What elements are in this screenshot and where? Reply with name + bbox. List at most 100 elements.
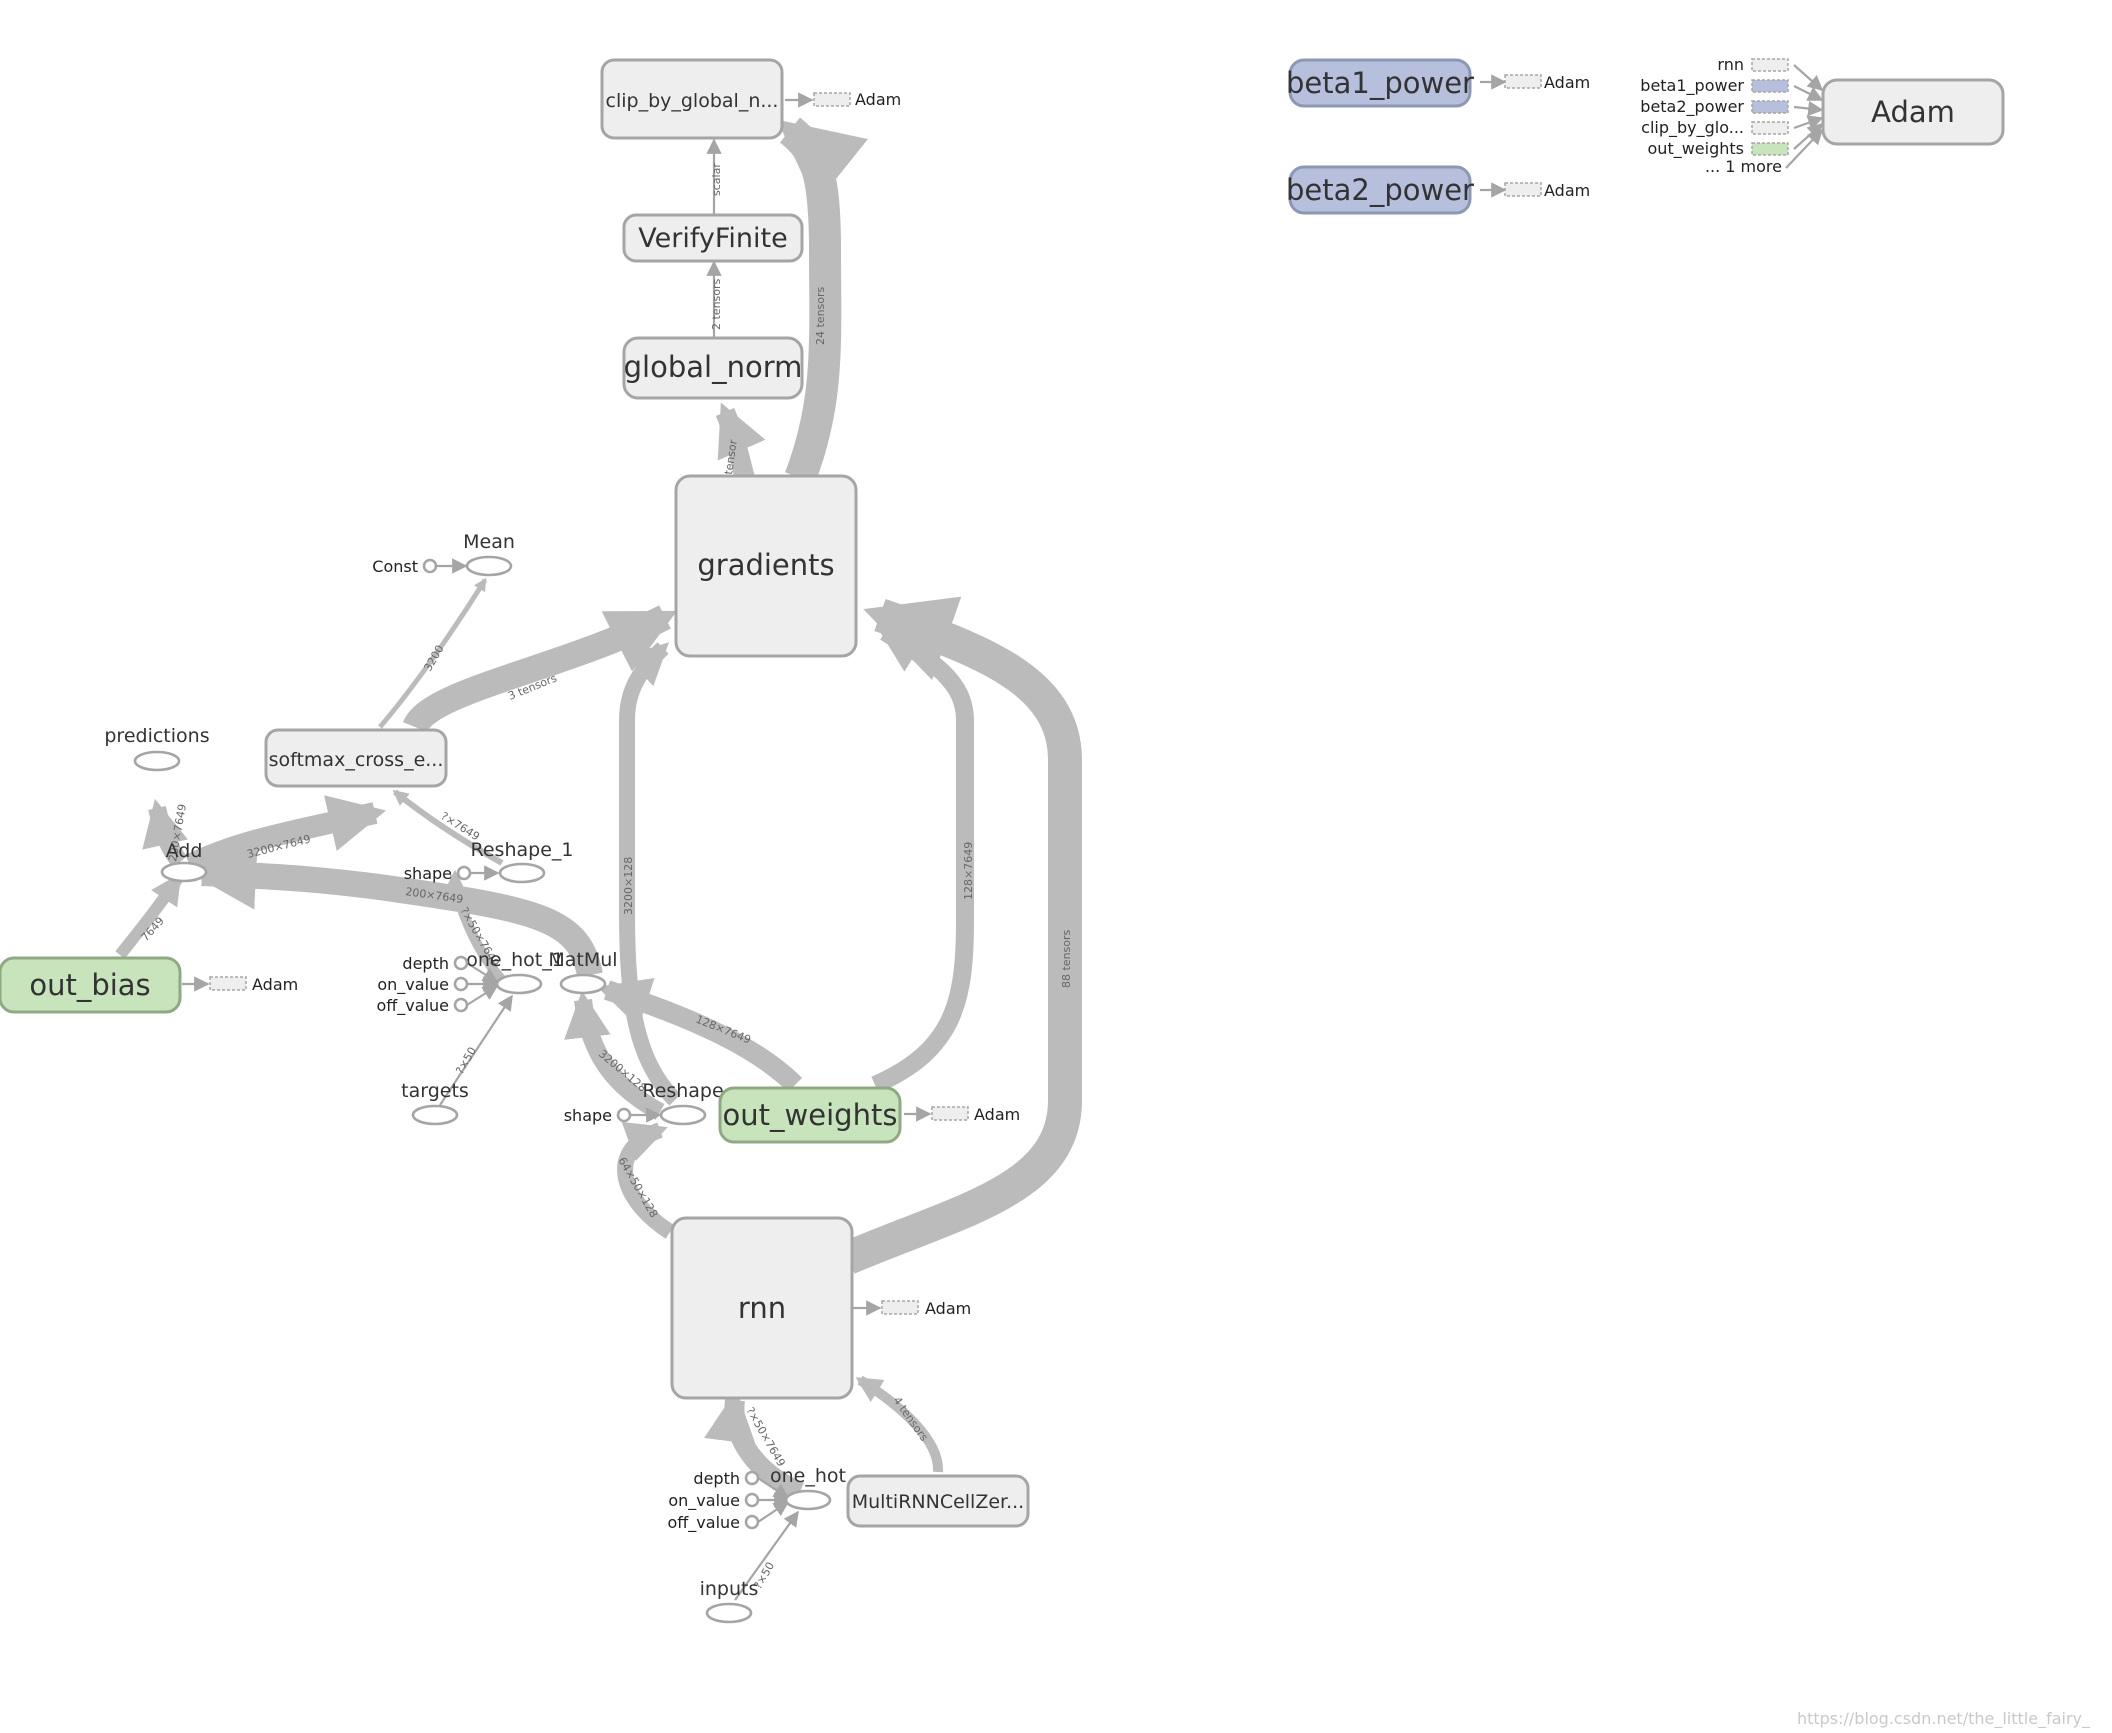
node-label: MatMul	[548, 949, 617, 971]
node-depth[interactable]: depth	[693, 1469, 760, 1488]
node-label: on_value	[377, 975, 449, 995]
adam-stub-out-bias[interactable]: Adam	[209, 975, 298, 994]
edge-label-2-tensors: 2 tensors	[710, 278, 723, 330]
node-out-weights[interactable]: out_weights	[718, 1086, 902, 1144]
edge-offvalue1-to-onehot1[interactable]	[466, 985, 499, 1006]
node-on-value[interactable]: on_value	[668, 1491, 760, 1511]
adam-stub-beta2[interactable]: Adam	[1504, 181, 1590, 200]
node-label: out_bias	[29, 968, 150, 1002]
adam-stub-label: Adam	[252, 975, 298, 994]
node-adam[interactable]: Adam	[1821, 78, 2005, 146]
dataflow-edges	[115, 117, 1082, 1502]
node-mean[interactable]: Mean	[463, 531, 515, 577]
node-off-value-1[interactable]: off_value	[376, 996, 469, 1016]
node-shape-1[interactable]: shape	[404, 864, 472, 883]
node-off-value[interactable]: off_value	[667, 1513, 760, 1533]
adam-stub-rnn[interactable]: Adam	[881, 1299, 971, 1318]
edge-reshape-to-matmul[interactable]	[564, 990, 665, 1120]
node-const[interactable]: Const	[372, 557, 438, 576]
adam-stub-clip[interactable]: Adam	[813, 90, 901, 109]
node-verify-finite[interactable]: VerifyFinite	[622, 213, 804, 263]
adam-stub-beta1[interactable]: Adam	[1504, 73, 1590, 92]
edge-weights-to-gradients[interactable]	[871, 624, 974, 1094]
adam-input-beta1-power[interactable]: beta1_power	[1640, 76, 1789, 96]
node-out-bias[interactable]: out_bias	[0, 956, 182, 1014]
edge-softmax-to-mean[interactable]	[378, 577, 488, 729]
node-add[interactable]: Add	[160, 840, 208, 883]
edge-weights-to-matmul[interactable]	[597, 978, 803, 1093]
node-label: MultiRNNCellZer...	[852, 1491, 1024, 1513]
node-label: shape	[404, 864, 452, 883]
node-rnn[interactable]: rnn	[670, 1216, 854, 1400]
node-label: off_value	[667, 1513, 740, 1533]
node-one-hot-1[interactable]: one_hot_1	[466, 949, 564, 995]
node-clip-by-global-norm[interactable]: clip_by_global_n...	[600, 58, 784, 140]
edge-gradients-to-clip[interactable]	[777, 117, 868, 484]
node-targets[interactable]: targets	[401, 1080, 469, 1126]
edge-rnn-to-gradients[interactable]	[841, 596, 1082, 1274]
adam-input-clip[interactable]: clip_by_glo...	[1641, 118, 1789, 138]
adam-input-label: ... 1 more	[1705, 157, 1782, 176]
adam-stub-label: Adam	[855, 90, 901, 109]
edge-label-tensor: tensor	[722, 438, 740, 475]
node-predictions[interactable]: predictions	[104, 725, 210, 772]
node-label: Adam	[1871, 95, 1955, 129]
adam-stub-label: Adam	[1544, 73, 1590, 92]
node-softmax-cross-entropy[interactable]: softmax_cross_e...	[264, 728, 448, 788]
node-label: Const	[372, 557, 418, 576]
node-label: Reshape	[642, 1080, 723, 1102]
node-multi-rnn-cell-zero[interactable]: MultiRNNCellZer...	[846, 1474, 1030, 1528]
node-label: Add	[166, 840, 203, 862]
node-gradients[interactable]: gradients	[674, 474, 858, 658]
adam-input-out-weights[interactable]: out_weights	[1648, 139, 1789, 159]
edge-label-multirnn-to-rnn: 4 tensors	[891, 1394, 931, 1444]
node-label: rnn	[738, 1291, 786, 1325]
edge-reshape1-to-softmax[interactable]	[392, 789, 504, 866]
node-label: one_hot	[770, 1465, 846, 1487]
node-one-hot[interactable]: one_hot	[770, 1465, 846, 1511]
edge-adam-in-beta2[interactable]	[1793, 100, 1824, 117]
node-label: out_weights	[723, 1098, 898, 1132]
node-reshape[interactable]: Reshape	[642, 1080, 724, 1126]
edge-offvalue-to-onehot[interactable]	[757, 1501, 790, 1523]
edge-reshape-to-gradients[interactable]	[619, 642, 681, 1106]
node-label: clip_by_global_n...	[606, 90, 779, 112]
node-beta2-power[interactable]: beta2_power	[1286, 165, 1474, 215]
edge-label-targets-to-onehot1: ?×50	[453, 1045, 479, 1077]
adam-input-more[interactable]: ... 1 more	[1705, 157, 1782, 176]
node-label: Reshape_1	[471, 839, 574, 861]
node-inputs[interactable]: inputs	[700, 1578, 759, 1624]
adam-input-label: clip_by_glo...	[1641, 118, 1744, 138]
edge-softmax-to-gradients[interactable]	[402, 605, 678, 734]
edge-multirnn-to-rnn[interactable]	[855, 1375, 944, 1473]
edge-adam-in-more[interactable]	[1785, 128, 1824, 169]
node-global-norm[interactable]: global_norm	[622, 336, 804, 400]
node-shape[interactable]: shape	[564, 1106, 632, 1125]
node-on-value-1[interactable]: on_value	[377, 975, 469, 995]
node-label: Mean	[463, 531, 515, 553]
node-label: gradients	[697, 548, 834, 582]
edge-label-24-tensors: 24 tensors	[814, 286, 827, 345]
node-beta1-power[interactable]: beta1_power	[1286, 58, 1474, 108]
edge-label-reshape-to-gradients: 3200×128	[622, 857, 635, 915]
adam-stub-out-weights[interactable]: Adam	[931, 1105, 1020, 1124]
node-depth-1[interactable]: depth	[402, 954, 469, 973]
edge-matmul-to-add[interactable]	[188, 842, 603, 978]
adam-input-beta2-power[interactable]: beta2_power	[1640, 97, 1789, 117]
node-reshape-1[interactable]: Reshape_1	[471, 839, 574, 884]
adam-input-rnn[interactable]: rnn	[1717, 55, 1789, 74]
edge-gradients-to-global-norm[interactable]	[715, 402, 766, 481]
edge-adam-in-rnn[interactable]	[1793, 64, 1824, 92]
edge-targets-to-onehot1[interactable]	[439, 994, 513, 1106]
node-label: VerifyFinite	[638, 223, 787, 254]
adam-stub-label: Adam	[1544, 181, 1590, 200]
adam-input-label: beta1_power	[1640, 76, 1744, 96]
edge-adam-in-beta1[interactable]	[1793, 85, 1824, 101]
node-label: depth	[402, 954, 449, 973]
edge-bias-to-add[interactable]	[115, 872, 183, 959]
edge-inputs-to-onehot[interactable]	[734, 1510, 799, 1601]
node-matmul[interactable]: MatMul	[548, 949, 618, 995]
node-label: one_hot_1	[466, 949, 564, 971]
edge-rnn-to-reshape[interactable]	[617, 1121, 675, 1239]
edge-add-to-predictions[interactable]	[142, 798, 188, 868]
